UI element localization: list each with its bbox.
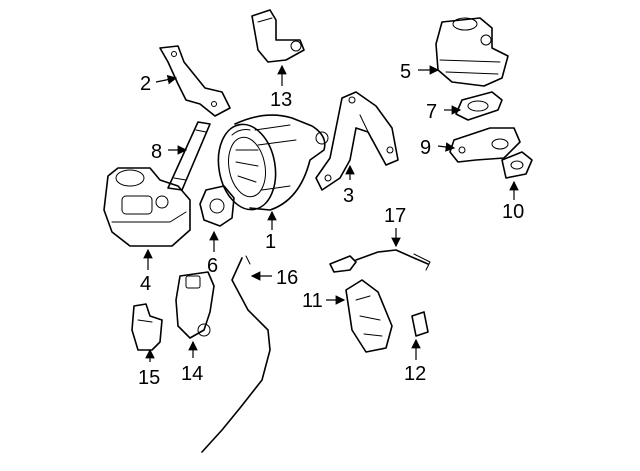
air-pump (217, 114, 329, 211)
mounting-clip (131, 303, 163, 351)
bracket-upper (159, 45, 231, 117)
connector-top (251, 9, 305, 63)
oxygen-sensor (329, 249, 431, 273)
vacuum-tube (201, 255, 271, 453)
pipe-flange (449, 127, 521, 163)
gasket-flange (455, 91, 503, 121)
callout-13: 13 (270, 89, 292, 111)
callout-11: 11 (302, 290, 323, 312)
callout-14: 14 (181, 363, 203, 385)
callout-3: 3 (343, 185, 354, 207)
callout-5: 5 (400, 61, 411, 83)
callout-12: 12 (404, 363, 426, 385)
heat-shield (345, 279, 393, 353)
bracket-right (315, 91, 399, 191)
egr-valve (435, 17, 509, 87)
small-sensor (411, 311, 429, 337)
gasket-small (199, 185, 235, 227)
valve-assembly (103, 167, 191, 247)
callout-6: 6 (207, 255, 218, 277)
callout-2: 2 (140, 73, 151, 95)
callout-9: 9 (420, 137, 431, 159)
callout-15: 15 (138, 367, 160, 389)
callout-16: 16 (276, 267, 298, 289)
callout-4: 4 (140, 273, 151, 295)
hose (167, 121, 211, 191)
solenoid-valve (175, 271, 215, 339)
callout-8: 8 (151, 141, 162, 163)
gasket-ring (501, 151, 533, 179)
callout-7: 7 (426, 101, 437, 123)
callout-1: 1 (265, 231, 276, 253)
callout-10: 10 (502, 201, 524, 223)
callout-17: 17 (384, 205, 406, 227)
